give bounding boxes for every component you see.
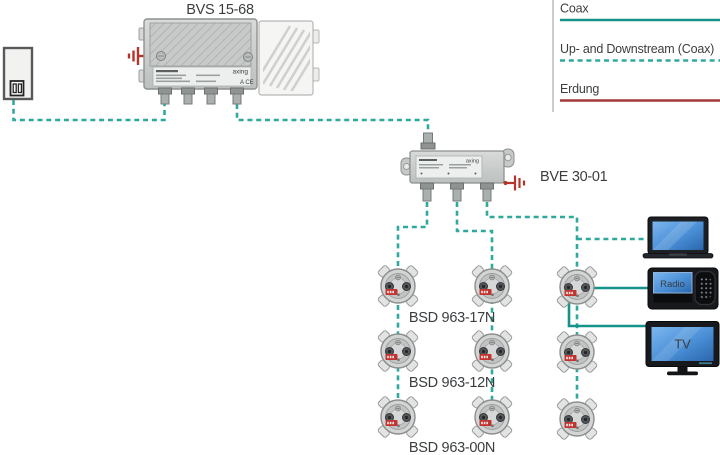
amplifier-label-plate: axing A CE bbox=[152, 66, 254, 87]
amplifier-brand-logo: axing bbox=[232, 69, 248, 76]
splitter-label: BVE 30-01 bbox=[540, 169, 608, 185]
legend-erdung-label: Erdung bbox=[560, 82, 599, 96]
antenna-outlet bbox=[555, 397, 599, 441]
antenna-outlet bbox=[376, 264, 420, 308]
legend: Coax Up- and Downstream (Coax) Erdung bbox=[552, 0, 720, 112]
outlet-row2-label: BSD 963-12N bbox=[409, 375, 495, 391]
wallbox-icon bbox=[2, 46, 34, 101]
radio-screen-text: Radio bbox=[660, 279, 685, 290]
amplifier-device: axing A CE bbox=[127, 18, 320, 105]
amplifier-ports bbox=[158, 87, 244, 105]
splitter-output-ports bbox=[420, 182, 494, 202]
updown-line-wallbox-to-amplifier bbox=[12, 100, 166, 122]
amplifier-label: BVS 15-68 bbox=[186, 2, 254, 18]
antenna-outlet bbox=[376, 329, 420, 373]
radio-icon: Radio bbox=[647, 267, 719, 310]
splitter-input-port bbox=[423, 132, 433, 145]
splitter-brand-logo: axing bbox=[466, 159, 479, 165]
antenna-outlet bbox=[555, 265, 599, 309]
outlet-row3-label: BSD 963-00N bbox=[409, 440, 495, 455]
updown-line-splitter-out1-column1 bbox=[396, 202, 429, 418]
laptop-icon bbox=[642, 216, 714, 259]
outlet-row1-label: BSD 963-17N bbox=[409, 310, 495, 326]
updown-line-splitter-out3-column3 bbox=[485, 202, 579, 420]
antenna-outlet bbox=[470, 264, 514, 308]
updown-line-amplifier-to-splitter bbox=[235, 104, 430, 134]
antenna-outlet bbox=[555, 330, 599, 374]
splitter-device: axing bbox=[400, 132, 526, 202]
antenna-outlet bbox=[376, 395, 420, 439]
amplifier-cover bbox=[258, 20, 314, 96]
splitter-label-plate: axing bbox=[415, 155, 483, 179]
antenna-outlet bbox=[470, 329, 514, 373]
antenna-outlet bbox=[470, 395, 514, 439]
coax-line-outlet-to-tv bbox=[567, 294, 650, 328]
legend-coax-label: Coax bbox=[560, 2, 589, 16]
tv-icon: TV bbox=[645, 321, 720, 376]
updown-line-splitter-out2-column2 bbox=[455, 202, 494, 418]
ground-symbol-splitter-icon bbox=[503, 175, 526, 191]
amplifier-cert-mark: A CE bbox=[240, 80, 254, 86]
legend-updown-label: Up- and Downstream (Coax) bbox=[560, 42, 714, 56]
tv-screen-text: TV bbox=[674, 337, 691, 352]
